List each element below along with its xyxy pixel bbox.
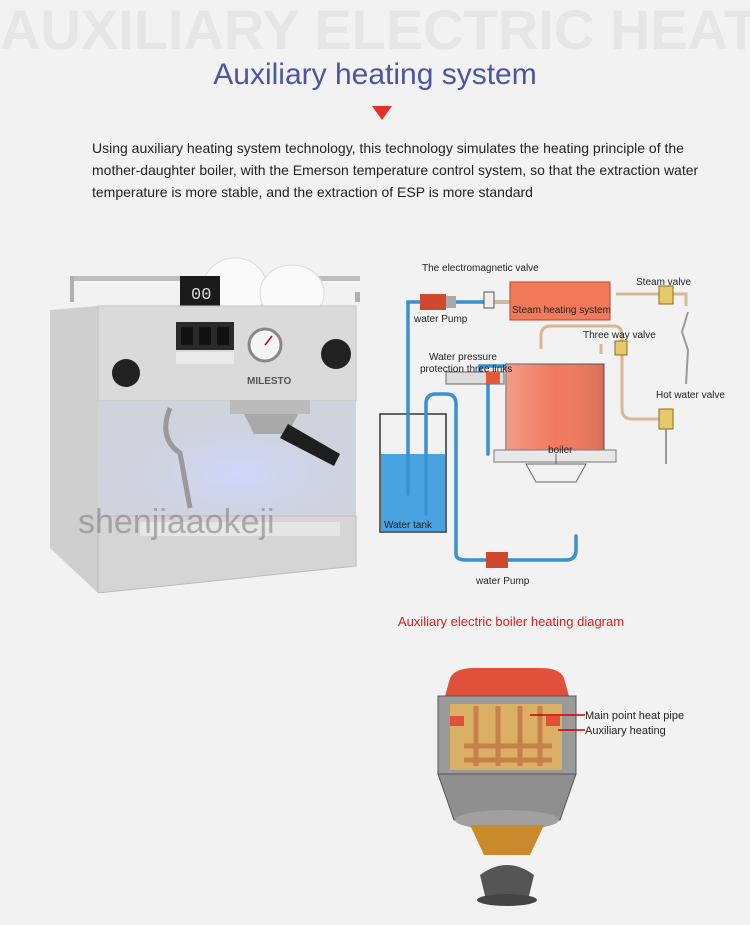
label-boiler: boiler — [548, 445, 573, 456]
label-water-pump-bottom: water Pump — [475, 576, 530, 587]
label-water-tank: Water tank — [384, 520, 433, 531]
machine-display: 00 — [191, 286, 211, 305]
label-hot-water-valve: Hot water valve — [656, 390, 725, 401]
espresso-machine-image: 00 MILESTO — [50, 257, 360, 593]
banner-heading: AUXILIARY ELECTRIC HEATING — [0, 0, 750, 60]
label-water-pressure: Water pressure — [429, 352, 497, 363]
description-text: Using auxiliary heating system technolog… — [92, 140, 699, 200]
label-protection-three-links: protection three links — [420, 364, 512, 375]
label-electromagnetic-valve: The electromagnetic valve — [422, 263, 539, 274]
label-auxiliary-heating: Auxiliary heating — [585, 725, 666, 737]
label-three-way-valve: Three way valve — [583, 330, 656, 341]
label-steam-valve: Steam valve — [636, 277, 691, 288]
boiler-cutaway-image: Main point heat pipe Auxiliary heating — [437, 668, 684, 906]
machine-brand: MILESTO — [247, 376, 291, 387]
label-main-point-heat-pipe: Main point heat pipe — [585, 710, 684, 722]
diagram-caption: Auxiliary electric boiler heating diagra… — [397, 614, 625, 629]
heating-diagram: The electromagnetic valve water Pump Ste… — [379, 263, 725, 587]
watermark-text: shenjiaaokeji — [78, 503, 275, 541]
section-title: Auxiliary heating system — [213, 58, 537, 91]
label-water-pump-top: water Pump — [413, 314, 468, 325]
label-steam-heating-system: Steam heating system — [512, 305, 611, 316]
down-arrow-icon — [372, 106, 392, 120]
